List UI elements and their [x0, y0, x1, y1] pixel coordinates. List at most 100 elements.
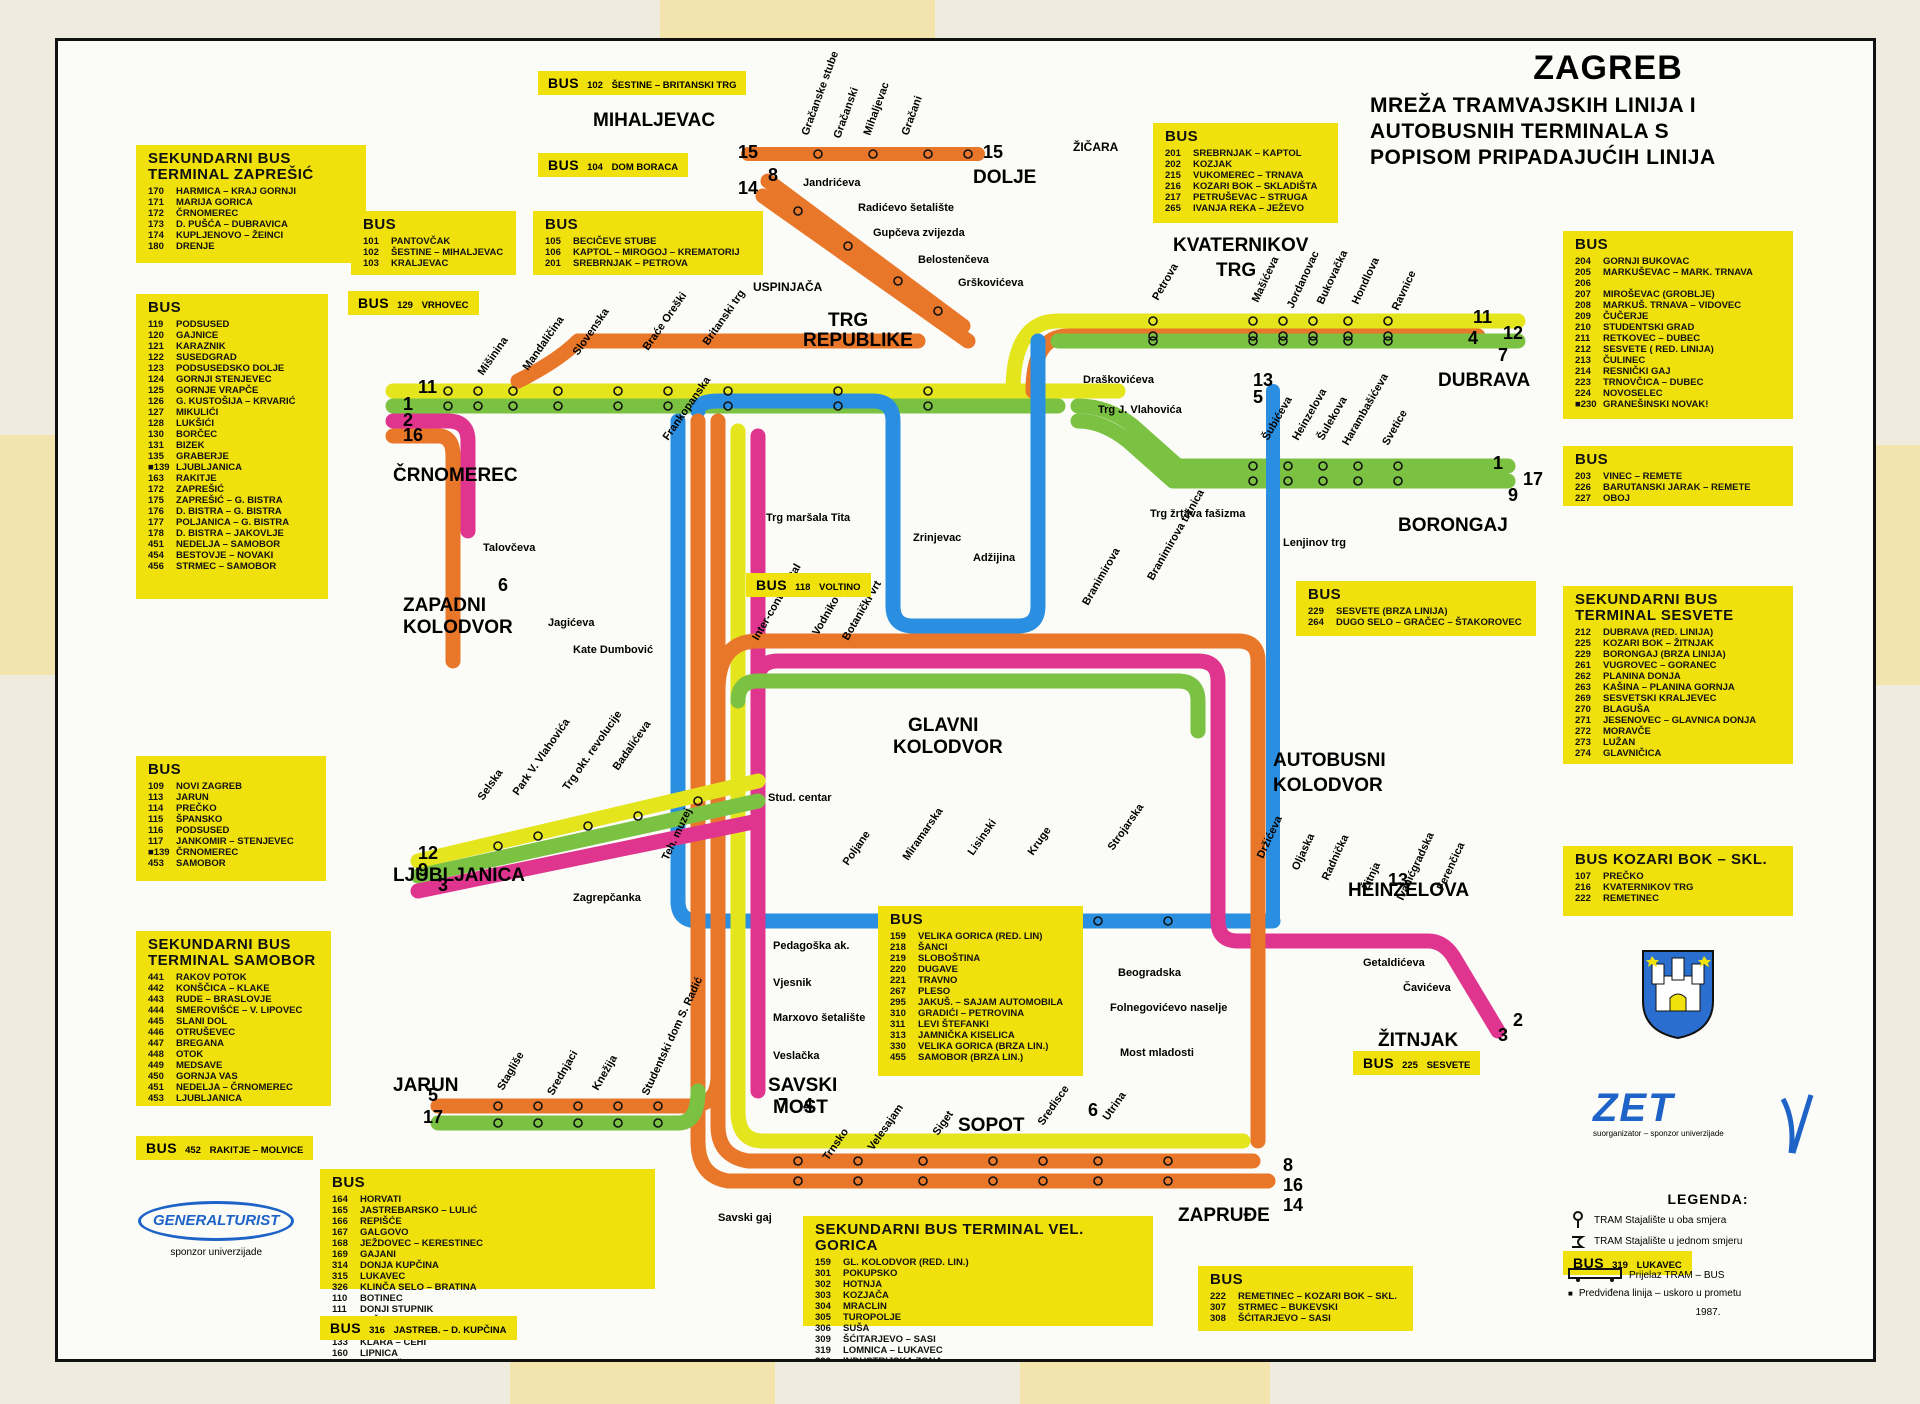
bus-line-destination: BARUTANSKI JARAK – REMETE: [1603, 482, 1751, 493]
box-title: BUS: [148, 299, 182, 316]
bus-line-number: 101: [363, 236, 379, 247]
zet-logo: ZET suorganizator – sponzor univerzijade: [1593, 1086, 1724, 1138]
subtitle-line-2: AUTOBUSNIH TERMINALA S: [1370, 120, 1670, 143]
bus-line-destination: GAJNICE: [176, 330, 219, 341]
line-number: 2: [403, 410, 413, 430]
bus-line-number: 229: [1575, 649, 1591, 660]
bus-line-destination: VINEC – REMETE: [1603, 471, 1683, 482]
bus-line-number: 201: [545, 258, 561, 269]
tram-line-17-west: [430, 1083, 706, 1131]
bus-line-number: 204: [1575, 256, 1591, 267]
tram-stop-marker: [1163, 916, 1173, 926]
tram-stop-marker: [1248, 336, 1258, 346]
tram-stop-marker: [1278, 331, 1288, 341]
bus-line-item: 206: [1575, 278, 1783, 289]
stop-label: Folnegovićevo naselje: [1110, 1002, 1227, 1014]
subtitle-line-1: MREŽA TRAMVAJSKIH LINIJA I: [1370, 94, 1697, 117]
generalturist-wordmark: GENERALTURIST: [153, 1212, 280, 1229]
bus-line-destination: GRABERJE: [176, 451, 229, 462]
bus-line-number: 163: [148, 473, 164, 484]
station-sopot: SOPOT: [958, 1115, 1025, 1136]
tram-line-14: [690, 413, 1271, 1189]
box-title: BUS: [1575, 236, 1609, 253]
strip-bus-number: 102: [587, 80, 606, 91]
box-title: TERMINAL SESVETE: [1575, 607, 1734, 624]
bus-line-destination: BESTOVJE – NOVAKI: [176, 550, 274, 561]
line-number: 16: [403, 425, 423, 445]
bus-line-number: 447: [148, 1038, 164, 1049]
tram-stop-marker: [988, 1156, 998, 1166]
bus-line-destination: NOVI ZAGREB: [176, 781, 242, 792]
bus-line-destination: OTOK: [176, 1049, 204, 1060]
bus-line-number: 309: [815, 1334, 831, 1345]
bus-line-destination: SLANI DOL: [176, 1016, 228, 1027]
stop-label: Petrova: [1150, 261, 1181, 303]
tram-stop-marker: [473, 401, 483, 411]
tram-stop-marker: [1353, 461, 1363, 471]
station-trgrep2: REPUBLIKE: [803, 330, 913, 351]
stop-label: Lenjinov trg: [1283, 537, 1346, 549]
bus-line-destination: GALGOVO: [360, 1227, 409, 1238]
bus-line-number: 208: [1575, 300, 1591, 311]
bus-line-number: 164: [332, 1194, 348, 1205]
bus-line-destination: ČULINEC: [1603, 355, 1646, 366]
stop-label: Srednjaci: [545, 1049, 580, 1098]
bus-line-number: 301: [815, 1268, 831, 1279]
bus-line-destination: RUDE – BRASLOVJE: [176, 994, 272, 1005]
bus-line-destination: ČUČERJE: [1603, 311, 1649, 322]
tram-stop-marker: [1283, 476, 1293, 486]
tram-stop-marker: [1248, 331, 1258, 341]
bus-line-destination: KOZJAČA: [843, 1290, 889, 1301]
bus-line-destination: ŠPANSKO: [176, 814, 223, 825]
stop-label: Kate Dumbović: [573, 644, 653, 656]
stop-label: Trg J. Vlahovića: [1098, 404, 1183, 416]
bus-line-number: 122: [148, 352, 164, 363]
stop-label: Branimirova tržnica: [1145, 487, 1207, 583]
line-number: 17: [1523, 469, 1543, 489]
stop-label: Knežija: [590, 1052, 620, 1092]
box-title: TERMINAL ZAPREŠIĆ: [148, 166, 314, 183]
strip-bus-label: BUS: [1363, 1055, 1395, 1071]
stop-label: Veslačka: [773, 1050, 820, 1062]
bus-line-number: 271: [1575, 715, 1591, 726]
bus-line-destination: SLOBOŠTINA: [918, 953, 981, 964]
bus-line-number: 165: [332, 1205, 348, 1216]
tram-stop-marker: [663, 386, 673, 396]
bus-line-number: 221: [890, 975, 906, 986]
station-mihaljevac: MIHALJEVAC: [593, 110, 715, 131]
bus-line-number: 125: [148, 385, 164, 396]
bus-line-destination: TRAVNO: [918, 975, 958, 986]
tram-line-3-west: [410, 813, 766, 899]
bus-line-number: 262: [1575, 671, 1591, 682]
bus-line-destination: SAMOBOR: [176, 858, 226, 869]
bus-line-number: 315: [332, 1271, 348, 1282]
station-savski2: MOST: [773, 1097, 828, 1118]
strip-bus-destination: RAKITJE – MOLVICE: [209, 1145, 304, 1156]
strip-bus-destination: ŠESTINE – BRITANSKI TRG: [611, 80, 737, 91]
station-dubrava: DUBRAVA: [1438, 370, 1530, 391]
bus-line-destination: G. KUSTOŠIJA – KRVARIĆ: [176, 396, 296, 407]
